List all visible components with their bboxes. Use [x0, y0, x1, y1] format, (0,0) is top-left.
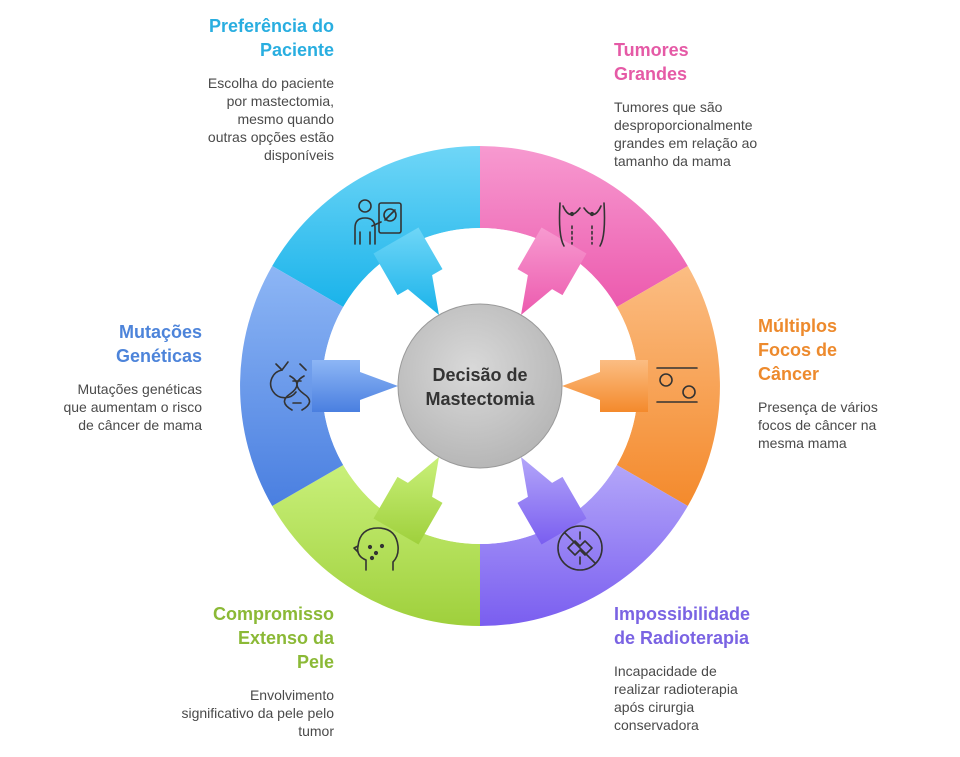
desc-tumores: Tumores que são desproporcionalmente gra… — [614, 99, 758, 169]
arrow-tumores — [517, 227, 587, 315]
segment-tumores — [480, 146, 688, 307]
title-mutacoes-line2: Genéticas — [115, 346, 202, 366]
center-title-line1: Decisão de — [432, 365, 527, 385]
dna-icon — [269, 361, 311, 411]
label-pele: Compromisso Extenso da Pele Envolvimento… — [180, 602, 334, 740]
title-pele-line1: Compromisso — [212, 604, 334, 624]
title-tumores: Tumores Grandes — [614, 38, 794, 86]
desc-radioterapia: Incapacidade de realizar radioterapia ap… — [614, 663, 738, 733]
arrow-radioterapia — [517, 457, 587, 545]
label-multiplos: Múltiplos Focos de Câncer Presença de vá… — [758, 314, 908, 452]
title-pele-line3: Pele — [296, 652, 334, 672]
title-mutacoes-line1: Mutações — [118, 322, 202, 342]
title-radioterapia: Impossibilidade de Radioterapia — [614, 602, 784, 650]
title-multiplos-line3: Câncer — [758, 364, 820, 384]
label-mutacoes: Mutações Genéticas Mutações genéticas qu… — [52, 320, 202, 434]
no-radiation-icon — [557, 525, 603, 571]
title-radioterapia-line1: Impossibilidade — [614, 604, 751, 624]
desc-pele: Envolvimento significativo da pele pelo … — [181, 687, 334, 739]
segment-pele — [272, 465, 480, 626]
title-multiplos: Múltiplos Focos de Câncer — [758, 314, 908, 386]
arrow-multiplos — [562, 360, 648, 412]
title-tumores-line2: Grandes — [614, 64, 688, 84]
breast-icon — [558, 202, 606, 247]
title-multiplos-line1: Múltiplos — [758, 316, 837, 336]
label-preferencia: Preferência do Paciente Escolha do pacie… — [150, 14, 334, 164]
arrow-mutacoes — [312, 360, 398, 412]
desc-mutacoes: Mutações genéticas que aumentam o risco … — [63, 381, 202, 433]
title-tumores-line1: Tumores — [614, 40, 689, 60]
title-radioterapia-line2: de Radioterapia — [614, 628, 750, 648]
center-title-line2: Mastectomia — [425, 389, 535, 409]
center-circle — [397, 303, 563, 469]
desc-preferencia: Escolha do paciente por mastectomia, mes… — [207, 75, 334, 163]
segment-radioterapia — [480, 465, 688, 626]
label-radioterapia: Impossibilidade de Radioterapia Incapaci… — [614, 602, 784, 734]
title-multiplos-line2: Focos de — [758, 340, 838, 360]
skin-face-icon — [353, 527, 399, 571]
title-preferencia-line2: Paciente — [259, 40, 334, 60]
title-mutacoes: Mutações Genéticas — [52, 320, 202, 368]
arrow-pele — [373, 457, 443, 545]
label-tumores: Tumores Grandes Tumores que são despropo… — [614, 38, 794, 170]
desc-multiplos: Presença de vários focos de câncer na me… — [758, 399, 878, 451]
segment-preferencia — [272, 146, 480, 307]
multiple-foci-icon — [656, 367, 698, 403]
segment-mutacoes — [240, 266, 344, 506]
arrows-group — [312, 227, 648, 545]
title-pele: Compromisso Extenso da Pele — [180, 602, 334, 674]
arrow-preferencia — [373, 227, 443, 315]
patient-choice-icon — [354, 199, 402, 245]
title-preferencia: Preferência do Paciente — [150, 14, 334, 62]
title-preferencia-line1: Preferência do — [208, 16, 334, 36]
title-pele-line2: Extenso da — [237, 628, 334, 648]
